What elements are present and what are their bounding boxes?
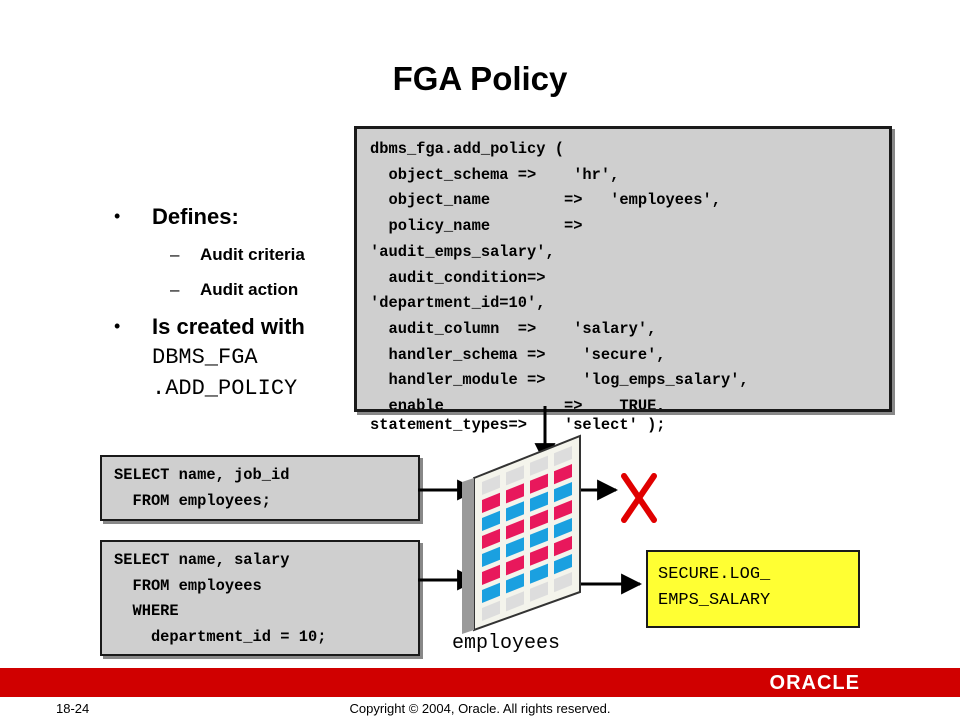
bullet-defines: Defines: [152,204,239,229]
table-cell [482,582,500,603]
table-cell [482,510,500,531]
table-cell [506,537,524,558]
bullet-dot: • [114,206,121,226]
table-label: employees [452,632,561,655]
table-grid-icon [462,434,581,634]
table-cell [530,545,548,566]
bullet-dot: • [114,316,121,336]
footer-bar: ORACLE [0,668,960,697]
table-cell [530,581,548,602]
table-cell [554,554,572,575]
table-cell [530,473,548,494]
table-cell [482,528,500,549]
table-cell [554,482,572,503]
table-cell [530,563,548,584]
api-name-line2: .ADD_POLICY [152,376,298,401]
handler-module-box: SECURE.LOG_ EMPS_SALARY [646,550,860,628]
query-box-1: SELECT name, job_id FROM employees; [100,455,420,521]
table-cell [530,455,548,476]
table-cell [506,501,524,522]
api-name-line1: DBMS_FGA [152,345,258,370]
table-cell [554,536,572,557]
table-cell [554,518,572,539]
table-cell [506,483,524,504]
dash-icon: – [170,245,180,264]
copyright-text: Copyright © 2004, Oracle. All rights res… [349,701,611,716]
table-cell [482,600,500,621]
table-cell [554,464,572,485]
table-cell [554,572,572,593]
table-cell [554,446,572,467]
table-cell [482,474,500,495]
sub-bullet-audit-criteria: Audit criteria [200,245,305,264]
policy-code: dbms_fga.add_policy ( object_schema => '… [370,140,749,412]
table-cell [482,492,500,513]
handler-module-name: SECURE.LOG_ EMPS_SALARY [658,565,771,610]
table-cell [506,465,524,486]
sub-bullet-audit-action: Audit action [200,280,299,299]
slide-title: FGA Policy [392,60,568,97]
table-cell [506,591,524,612]
query-box-2: SELECT name, salary FROM employees WHERE… [100,540,420,656]
query-1-code: SELECT name, job_id FROM employees; [114,466,290,510]
table-cell [530,527,548,548]
table-cell [506,573,524,594]
query-2-code: SELECT name, salary FROM employees WHERE… [114,551,327,646]
slide-number: 18-24 [56,701,90,716]
table-cell [530,509,548,530]
table-cell [482,564,500,585]
x-mark-icon [621,473,657,523]
policy-code-box: dbms_fga.add_policy ( object_schema => '… [354,126,892,412]
dash-icon: – [170,280,180,299]
table-cell [530,491,548,512]
policy-code-last-line: statement_types=> 'select' ); [370,416,666,434]
bullet-created-with: Is created with [152,314,305,339]
table-cell [482,546,500,567]
table-cell [506,555,524,576]
table-cell [506,519,524,540]
table-cell [554,500,572,521]
oracle-logo: ORACLE [769,672,860,694]
